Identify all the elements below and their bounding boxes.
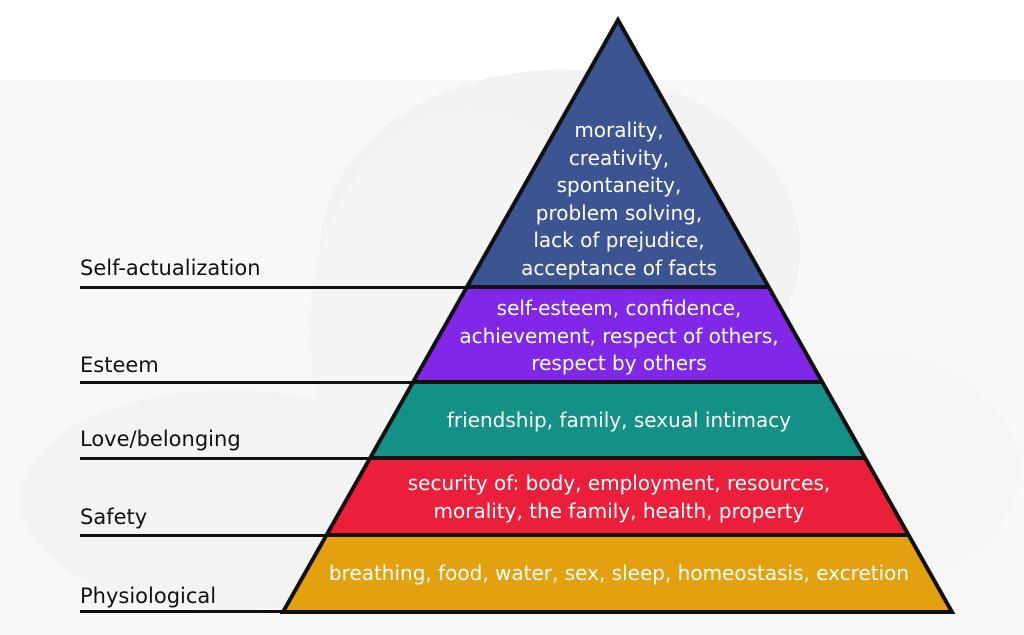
needs-physiological: breathing, food, water, sex, sleep, home… bbox=[328, 561, 910, 585]
needs-self-actualization: morality, creativity, spontaneity, probl… bbox=[521, 118, 717, 280]
tier-love-belonging bbox=[372, 382, 865, 458]
tier-self-actualization bbox=[468, 20, 768, 287]
pyramid-outline bbox=[279, 15, 956, 614]
tier-esteem bbox=[415, 287, 821, 382]
needs-love-belonging: friendship, family, sexual intimacy bbox=[446, 408, 792, 432]
label-esteem: Esteem bbox=[80, 353, 159, 377]
tier-physiological bbox=[283, 535, 952, 612]
label-physiological: Physiological bbox=[80, 584, 217, 608]
leader-line-self-actualization bbox=[80, 286, 468, 289]
tier-safety bbox=[328, 458, 908, 535]
label-safety: Safety bbox=[80, 505, 148, 529]
leader-line-safety bbox=[80, 534, 328, 537]
needs-safety: security of: body, employment, resources… bbox=[407, 471, 831, 523]
leader-line-physiological bbox=[80, 610, 285, 613]
leader-line-love-belonging bbox=[80, 457, 372, 460]
needs-esteem: self-esteem, confidence, achievement, re… bbox=[459, 296, 779, 375]
label-self-actualization: Self-actualization bbox=[80, 256, 261, 280]
label-love-belonging: Love/belonging bbox=[80, 427, 241, 451]
leader-line-esteem bbox=[80, 381, 415, 384]
